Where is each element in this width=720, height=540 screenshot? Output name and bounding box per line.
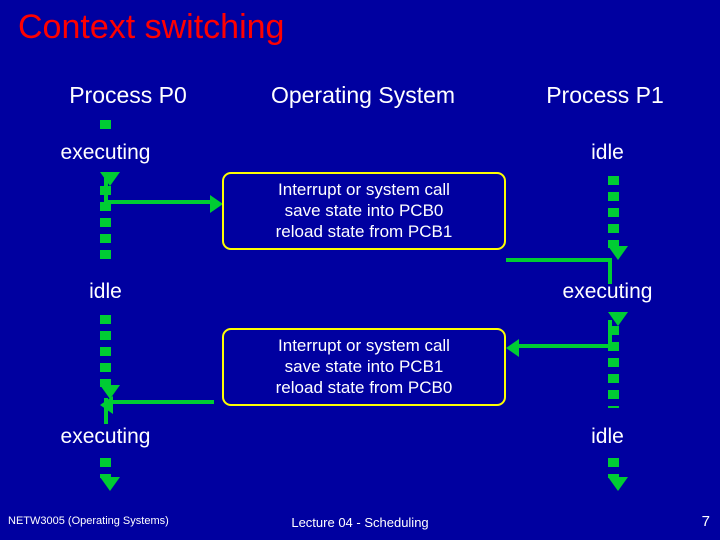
- p0-state-executing-1: executing: [60, 141, 151, 164]
- p1-arrow-head-3: [608, 477, 628, 491]
- box1-to-p1-vertical: [608, 258, 612, 284]
- p1-state-executing: executing: [562, 280, 653, 303]
- p0-to-box1-arrowhead: [210, 195, 223, 213]
- os-box-1: Interrupt or system call save state into…: [222, 172, 506, 250]
- os-box-1-line3: reload state from PCB1: [275, 222, 453, 241]
- p0-dashed-line-3: [100, 458, 111, 478]
- p0-state-executing-2: executing: [60, 425, 151, 448]
- p1-arrow-head-2: [608, 312, 628, 326]
- p1-to-box2-line: [518, 344, 610, 348]
- p0-state-idle: idle: [89, 280, 122, 303]
- p1-to-box2-vertical: [608, 320, 612, 348]
- footer-left: NETW3005 (Operating Systems): [8, 515, 169, 527]
- os-box-2-line2: save state into PCB1: [284, 357, 444, 376]
- os-box-2-line3: reload state from PCB0: [275, 378, 453, 397]
- p1-to-box2-arrowhead: [506, 339, 519, 357]
- p1-arrow-head-1: [608, 246, 628, 260]
- p0-arrow-head-3: [100, 477, 120, 491]
- os-box-2-line1: Interrupt or system call: [278, 336, 450, 355]
- page-title: Context switching: [18, 8, 285, 46]
- p0-dashed-line-2: [100, 315, 111, 387]
- p0-arrow-cap-top: [100, 120, 111, 129]
- p1-dashed-line-2: [608, 326, 619, 408]
- box1-to-p1-line: [506, 258, 612, 262]
- footer-page-number: 7: [701, 513, 710, 530]
- p1-dashed-line-1: [608, 176, 619, 248]
- p1-state-idle-2: idle: [591, 425, 624, 448]
- footer-center: Lecture 04 - Scheduling: [291, 515, 429, 530]
- box2-to-p0-line: [104, 400, 214, 404]
- os-box-2: Interrupt or system call save state into…: [222, 328, 506, 406]
- box2-to-p0-vertical: [104, 398, 108, 424]
- column-header-process-p1: Process P1: [546, 82, 664, 108]
- p1-state-idle-1: idle: [591, 141, 624, 164]
- column-header-operating-system: Operating System: [270, 82, 456, 108]
- os-box-1-line1: Interrupt or system call: [278, 180, 450, 199]
- p1-dashed-line-3: [608, 458, 619, 478]
- p0-arrow-head-1: [100, 172, 120, 186]
- os-box-1-line2: save state into PCB0: [284, 201, 444, 220]
- column-header-process-p0: Process P0: [69, 82, 187, 108]
- p0-to-box1-line: [104, 200, 212, 204]
- p0-to-box1-vertical: [104, 178, 108, 204]
- p0-dashed-line-1: [100, 186, 111, 266]
- p0-arrow-head-2: [100, 385, 120, 399]
